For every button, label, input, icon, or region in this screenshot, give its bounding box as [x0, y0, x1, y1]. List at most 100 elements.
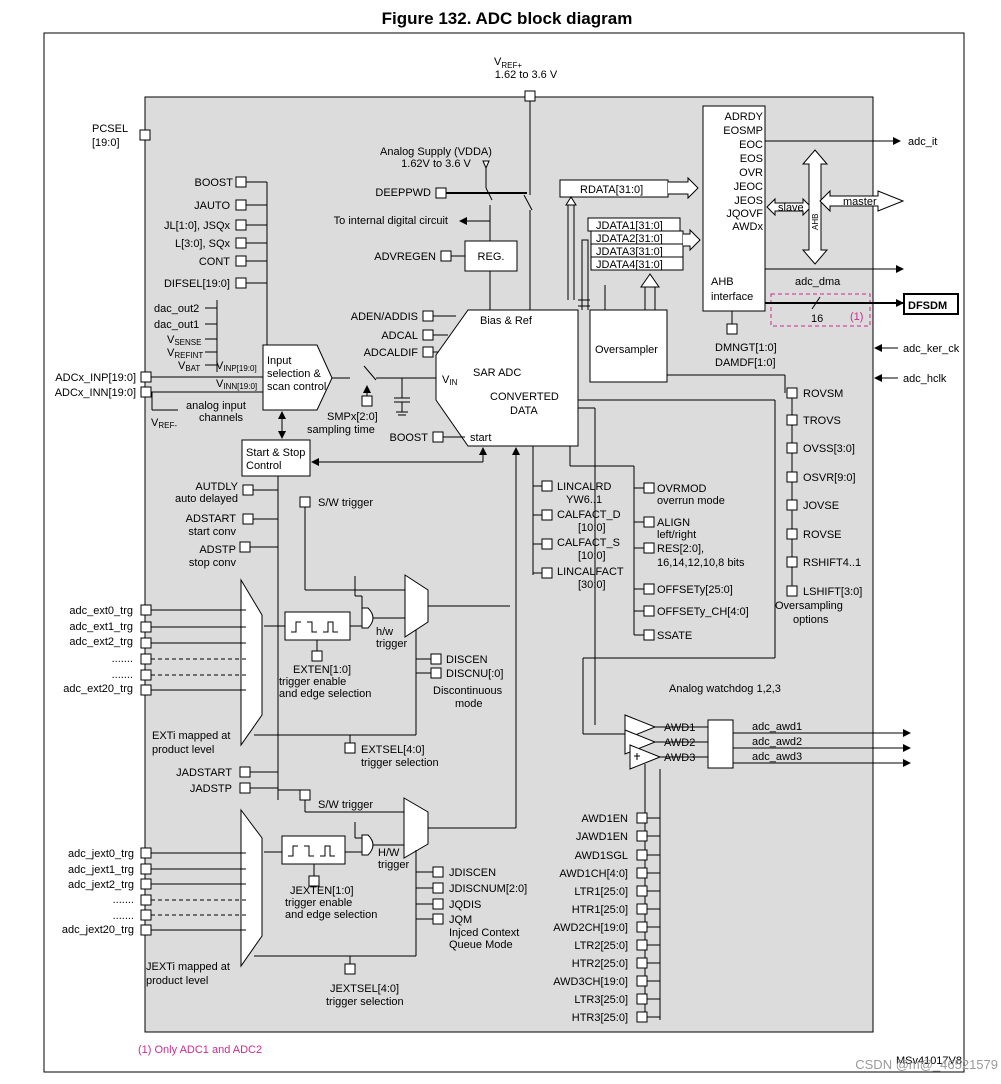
svg-text:ADRDY: ADRDY — [724, 111, 763, 123]
svg-text:RES[2:0],: RES[2:0], — [657, 543, 704, 555]
adc-ker-ck-label: adc_ker_ck — [903, 343, 960, 355]
svg-text:JDISCEN: JDISCEN — [449, 867, 496, 879]
svg-text:ADCAL: ADCAL — [381, 330, 418, 342]
jdata-registers: JDATA1[31:0] JDATA2[31:0] JDATA3[31:0] J… — [587, 217, 684, 271]
svg-text:DATA: DATA — [510, 405, 538, 417]
svg-text:slave: slave — [778, 202, 804, 214]
svg-text:CALFACT_S: CALFACT_S — [557, 537, 620, 549]
adc-awd1-label: adc_awd1 — [752, 721, 802, 733]
smp-pin — [361, 395, 373, 407]
svg-text:.......: ....... — [113, 894, 134, 906]
svg-text:AWD2: AWD2 — [664, 737, 695, 749]
svg-text:Bias & Ref: Bias & Ref — [480, 315, 533, 327]
svg-text:AWDx: AWDx — [732, 221, 763, 233]
svg-text:OVR: OVR — [739, 167, 763, 179]
svg-text:OFFSETy[25:0]: OFFSETy[25:0] — [657, 584, 733, 596]
ref-code: MSv41017V8 — [896, 1055, 962, 1067]
injected-trigger-section: S/W trigger H/W trigger JEXTEN[1:0] trig… — [146, 447, 527, 1008]
pcsel-pin — [139, 129, 151, 141]
svg-text:Discontinuous: Discontinuous — [433, 685, 503, 697]
data-format-registers: OVRMOD overrun mode ALIGN left/right RES… — [569, 446, 749, 642]
svg-text:ADCALDIF: ADCALDIF — [364, 347, 419, 359]
svg-text:16,14,12,10,8 bits: 16,14,12,10,8 bits — [657, 557, 745, 569]
svg-text:LTR1[25:0]: LTR1[25:0] — [574, 886, 628, 898]
svg-text:JAWD1EN: JAWD1EN — [576, 831, 628, 843]
svg-text:JL[1:0], JSQx: JL[1:0], JSQx — [164, 220, 231, 232]
svg-text:JDATA2[31:0]: JDATA2[31:0] — [596, 233, 663, 245]
svg-text:ADEN/ADDIS: ADEN/ADDIS — [351, 311, 418, 323]
svg-text:trigger: trigger — [378, 859, 410, 871]
pcsel-range: [19:0] — [92, 137, 120, 149]
oversampler-block — [589, 309, 668, 383]
adc-it-label: adc_it — [908, 136, 937, 148]
svg-text:VIN: VIN — [442, 374, 458, 387]
master-arrow — [819, 189, 905, 213]
svg-text:OSVR[9:0]: OSVR[9:0] — [803, 472, 856, 484]
svg-text:LINCALRD: LINCALRD — [557, 481, 611, 493]
internal-analog-signals: dac_out2 dac_out1 VSENSE VREFINT VBAT — [154, 300, 218, 373]
svg-text:adc_jext20_trg: adc_jext20_trg — [62, 924, 134, 936]
vref-plus-range: 1.62 to 3.6 V — [495, 69, 558, 81]
watchdog-output-block — [707, 719, 734, 769]
svg-text:and edge selection: and edge selection — [285, 909, 377, 921]
dfsdm-block — [903, 293, 959, 315]
svg-text:start: start — [470, 432, 491, 444]
svg-text:AWD1CH[4:0]: AWD1CH[4:0] — [559, 868, 628, 880]
ahb-interface-block — [702, 105, 766, 312]
svg-text:auto delayed: auto delayed — [175, 493, 238, 505]
svg-text:adc_ext20_trg: adc_ext20_trg — [63, 683, 133, 695]
svg-text:JDATA4[31:0]: JDATA4[31:0] — [596, 259, 663, 271]
svg-text:channels: channels — [199, 412, 244, 424]
svg-text:JQOVF: JQOVF — [726, 208, 763, 220]
svg-text:Injced Context: Injced Context — [449, 927, 519, 939]
adc-awd3-label: adc_awd3 — [752, 751, 802, 763]
svg-text:dac_out2: dac_out2 — [154, 303, 199, 315]
svg-text:JEXTi mapped at: JEXTi mapped at — [146, 961, 230, 973]
dmngt-label: DMNGT[1:0] — [715, 342, 777, 354]
svg-text:product level: product level — [146, 975, 208, 987]
svg-text:adc_ext0_trg: adc_ext0_trg — [69, 605, 133, 617]
svg-text:SMPx[2:0]: SMPx[2:0] — [327, 411, 378, 423]
svg-text:options: options — [793, 614, 829, 626]
svg-text:adc_ext1_trg: adc_ext1_trg — [69, 621, 133, 633]
svg-text:OVSS[3:0]: OVSS[3:0] — [803, 443, 855, 455]
adc-inp-label: ADCx_INP[19:0] — [55, 372, 136, 384]
internal-digital-label: To internal digital circuit — [334, 215, 448, 227]
adc-inn-label: ADCx_INN[19:0] — [55, 387, 136, 399]
svg-text:[10:0]: [10:0] — [578, 550, 606, 562]
svg-text:REG.: REG. — [478, 251, 505, 263]
svg-text:trigger: trigger — [376, 638, 408, 650]
svg-text:trigger enable: trigger enable — [279, 676, 346, 688]
vref-plus-label: VREF+ — [494, 56, 522, 70]
start-stop-control — [241, 439, 311, 477]
svg-text:JOVSE: JOVSE — [803, 500, 839, 512]
svg-text:scan control: scan control — [267, 381, 326, 393]
watermark: CSDN @m@_46521579 — [855, 1057, 998, 1072]
svg-text:EOS: EOS — [740, 153, 763, 165]
svg-text:HTR2[25:0]: HTR2[25:0] — [572, 958, 628, 970]
svg-text:(1): (1) — [850, 311, 863, 323]
analog-supply-label: Analog Supply (VDDA) — [380, 146, 492, 158]
svg-text:S/W trigger: S/W trigger — [318, 497, 373, 509]
svg-text:AHB: AHB — [811, 214, 820, 230]
svg-text:JEOC: JEOC — [734, 181, 763, 193]
svg-text:JDATA1[31:0]: JDATA1[31:0] — [596, 220, 663, 232]
svg-text:analog input: analog input — [186, 400, 246, 412]
svg-text:RDATA[31:0]: RDATA[31:0] — [580, 184, 643, 196]
svg-text:16: 16 — [811, 313, 823, 325]
adc-dma-label: adc_dma — [795, 276, 841, 288]
svg-text:S/W trigger: S/W trigger — [318, 799, 373, 811]
svg-text:AUTDLY: AUTDLY — [195, 481, 238, 493]
svg-text:OVRMOD: OVRMOD — [657, 483, 707, 495]
ahb-status-flags: ADRDY EOSMP EOC EOS OVR JEOC JEOS JQOVF … — [723, 111, 763, 233]
sar-control-registers: ADEN/ADDIS ADCAL ADCALDIF — [351, 310, 456, 359]
svg-text:JAUTO: JAUTO — [194, 200, 230, 212]
svg-text:left/right: left/right — [657, 529, 696, 541]
regular-trigger-section: AUTDLY auto delayed ADSTART start conv A… — [152, 481, 510, 769]
figure-title: Figure 132. ADC block diagram — [382, 9, 633, 28]
svg-text:ALIGN: ALIGN — [657, 517, 690, 529]
adc-inn-pin — [140, 386, 152, 398]
input-selection-mux — [262, 344, 333, 411]
svg-text:product level: product level — [152, 744, 214, 756]
